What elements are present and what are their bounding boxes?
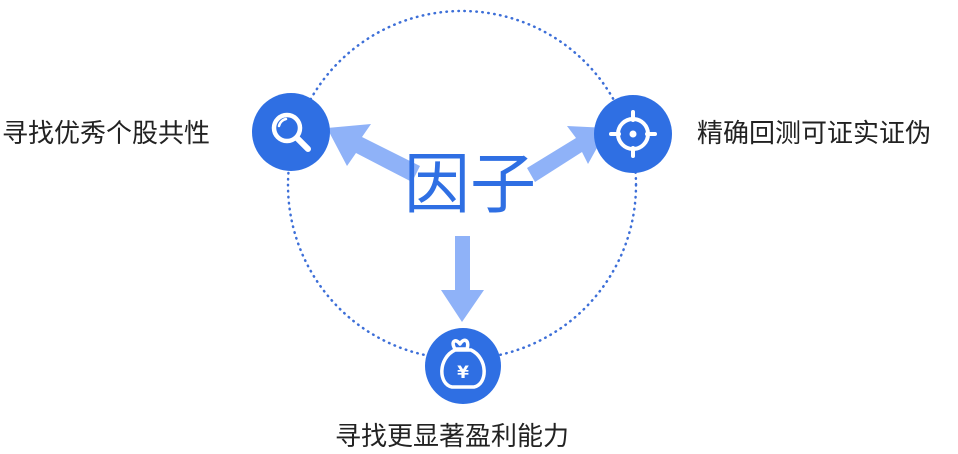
- money-bag-icon: ¥: [440, 338, 486, 389]
- arrow-to-bottom: [441, 236, 484, 322]
- node-right: [594, 95, 672, 173]
- yen-symbol: ¥: [457, 363, 469, 383]
- node-left-circle: [252, 93, 330, 171]
- arrow-to-right: [527, 126, 608, 182]
- label-left: 寻找优秀个股共性: [2, 119, 211, 149]
- node-left: [252, 93, 330, 171]
- label-bottom: 寻找更显著盈利能力: [335, 422, 570, 452]
- search-icon: [271, 112, 311, 152]
- dotted-ring: [286, 9, 638, 361]
- target-icon: [609, 110, 657, 158]
- node-bottom-circle: [425, 328, 501, 404]
- arrow-to-left: [327, 124, 420, 182]
- label-right: 精确回测可证实证伪: [697, 119, 932, 149]
- center-title: 因子: [404, 146, 536, 223]
- node-bottom: ¥: [425, 328, 501, 404]
